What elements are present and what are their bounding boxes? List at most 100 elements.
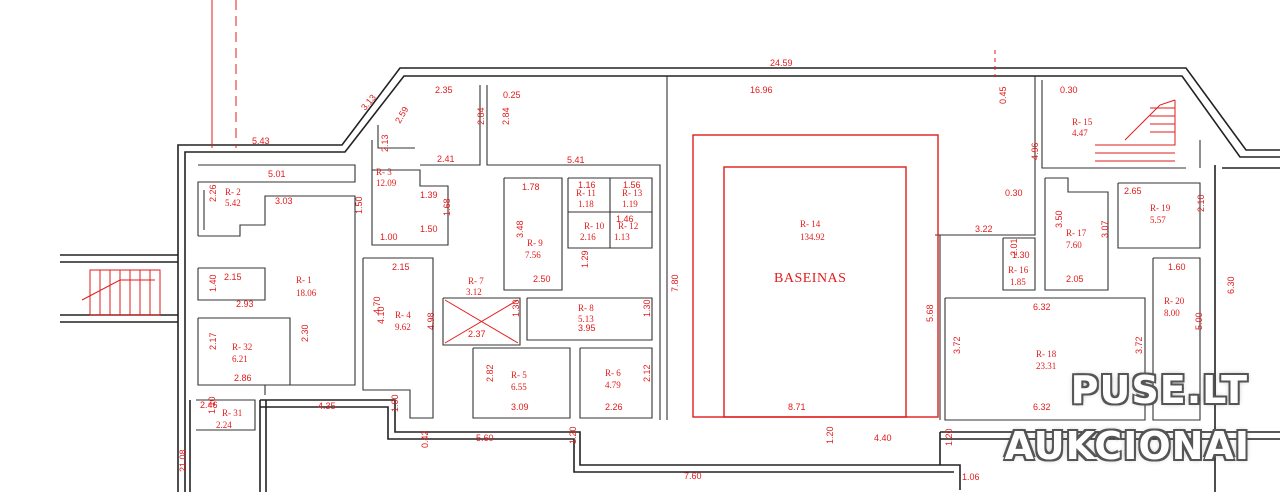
dim: 1.29	[580, 250, 590, 268]
dim: 5.60	[476, 433, 494, 443]
entry-lines	[211, 0, 996, 148]
dim: 2.17	[208, 332, 218, 350]
dim: 1.39	[420, 190, 438, 200]
dim: 6.30	[1226, 276, 1236, 294]
room-id: R- 11	[576, 188, 596, 198]
dim: 6.32	[1033, 302, 1051, 312]
room-area: 6.55	[511, 382, 527, 392]
room-area: 1.18	[578, 199, 594, 209]
room-id: R- 15	[1072, 117, 1093, 127]
room-id: R- 2	[225, 187, 241, 197]
dim: 1.30	[511, 299, 521, 317]
dim: 2.15	[224, 272, 242, 282]
stairs-left	[81, 269, 161, 316]
dim: 6.32	[1033, 402, 1051, 412]
room-area: 1.85	[1010, 277, 1026, 287]
dim: 24.59	[770, 58, 793, 68]
dim: 8.71	[788, 402, 806, 412]
dim: 1.00	[380, 232, 398, 242]
room-area: 9.62	[395, 322, 411, 332]
room-id: R- 4	[395, 310, 411, 320]
dim: 4.98	[426, 312, 436, 330]
room-area: 8.00	[1164, 308, 1180, 318]
room-area: 3.12	[466, 287, 482, 297]
dim: 2.26	[605, 402, 623, 412]
dim: 2.37	[468, 329, 486, 339]
room-area: 1.13	[614, 232, 630, 242]
dim: 3.72	[1134, 336, 1144, 354]
room-id: R- 7	[468, 276, 484, 286]
room-area: 2.24	[216, 420, 232, 430]
room-area: 7.60	[1066, 240, 1082, 250]
room-labels: R- 1 18.06 R- 2 5.42 R- 3 12.09 R- 4 9.6…	[216, 117, 1185, 430]
dim: 1.30	[1012, 250, 1030, 260]
dim: 2.01	[1009, 238, 1019, 256]
dim: 1.78	[522, 182, 540, 192]
dim: 2.13	[380, 134, 390, 152]
dim: 21.08	[178, 449, 188, 472]
dim: 1.46	[616, 214, 634, 224]
dim: 4.96	[1030, 142, 1040, 160]
dim: 7.60	[684, 471, 702, 481]
dim: 3.48	[515, 220, 525, 238]
dim: 3.03	[275, 196, 293, 206]
dim: 1.20	[568, 426, 578, 444]
outer-walls	[60, 67, 1280, 492]
dim: 3.09	[511, 402, 529, 412]
dim: 2.26	[208, 184, 218, 202]
dim: 2.50	[533, 274, 551, 284]
dim: 4.10	[376, 306, 386, 324]
dim: 1.50	[420, 224, 438, 234]
dim: 1.30	[642, 299, 652, 317]
dim: 3.07	[1100, 220, 1110, 238]
room-id: R- 13	[622, 188, 643, 198]
dim: 1.00	[390, 394, 400, 412]
dim: 2.46	[200, 400, 218, 410]
dim: 2.05	[1066, 274, 1084, 284]
dim: 2.15	[392, 262, 410, 272]
dim: 1.20	[825, 426, 835, 444]
dim: 1.16	[578, 180, 596, 190]
room-id: R- 31	[222, 408, 242, 418]
dim: 4.35	[318, 401, 336, 411]
dim: 2.65	[1124, 186, 1142, 196]
pool	[692, 134, 939, 418]
dim: 2.10	[1196, 194, 1206, 212]
dim: 1.56	[623, 180, 641, 190]
room-area: 134.92	[800, 232, 825, 242]
room-area: 4.79	[605, 380, 621, 390]
dim: 1.60	[1168, 262, 1186, 272]
dim: 5.01	[268, 169, 286, 179]
room-id: R- 9	[527, 238, 543, 248]
room-area: 18.06	[296, 288, 317, 298]
dim: 5.00	[1194, 312, 1204, 330]
room-id: R- 1	[296, 275, 312, 285]
dim: 0.42	[420, 430, 430, 448]
room-area: 5.42	[225, 198, 241, 208]
dim: 2.84	[501, 107, 511, 125]
dim: 3.72	[952, 336, 962, 354]
room-id: R- 16	[1008, 265, 1029, 275]
dim: 1.10	[207, 396, 217, 414]
interior-walls	[196, 76, 1201, 431]
dim: 2.30	[300, 324, 310, 342]
dim: 3.22	[975, 224, 993, 234]
dim: 2.82	[485, 364, 495, 382]
dim: 1.40	[208, 274, 218, 292]
watermark-line-2: AUKCIONAI	[1004, 424, 1250, 468]
dim: 16.96	[750, 85, 773, 95]
dim: 5.41	[567, 155, 585, 165]
dim: 2.59	[393, 105, 410, 125]
room-id: R- 12	[618, 221, 638, 231]
room-id: R- 10	[584, 221, 605, 231]
dim: 4.70	[372, 296, 382, 314]
room-area: 23.31	[1036, 361, 1056, 371]
dim: 1.68	[442, 198, 452, 216]
dim: 4.40	[874, 433, 892, 443]
room-area: 12.09	[376, 178, 397, 188]
room-id: R- 3	[376, 167, 392, 177]
room-area: 1.19	[622, 199, 638, 209]
dim: 0.30	[1060, 85, 1078, 95]
room-id: R- 18	[1036, 349, 1057, 359]
